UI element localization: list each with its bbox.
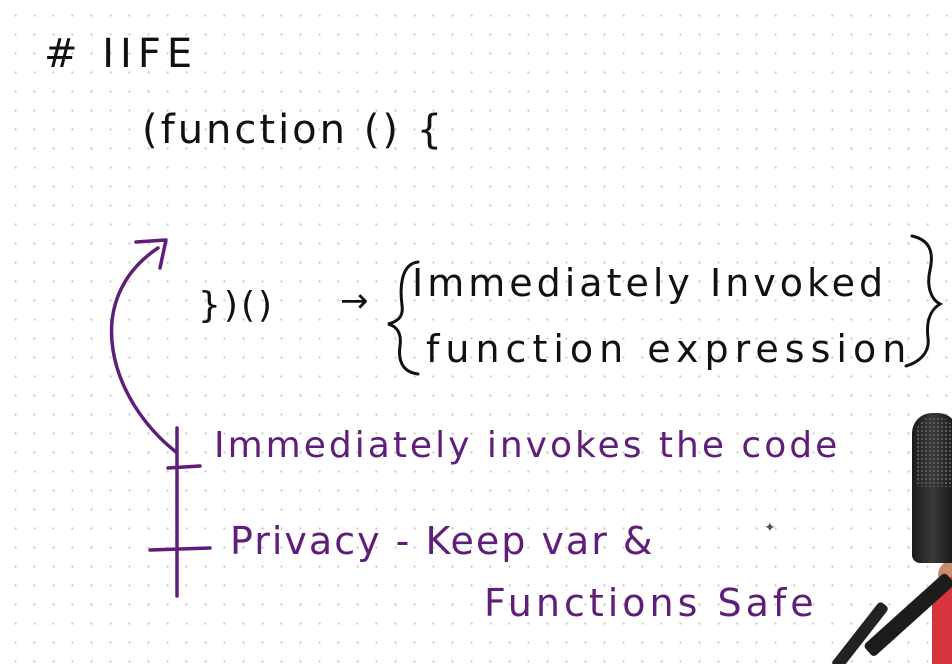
bullet-tick-2 xyxy=(148,546,212,552)
webcam-overlay xyxy=(820,395,952,664)
page-title: # IIFE xyxy=(44,31,199,77)
mic-grille xyxy=(916,417,952,487)
curved-arrow-stroke xyxy=(109,246,178,454)
code-function-close: })() xyxy=(198,285,276,326)
expansion-line-1: Immediately Invoked xyxy=(412,261,888,305)
brace-close-stroke xyxy=(904,234,944,368)
expansion-line-2: function expression xyxy=(426,327,913,371)
right-arrow-icon: → xyxy=(340,281,372,321)
code-function-open: (function () { xyxy=(142,107,446,153)
bullet-tick-1 xyxy=(166,464,202,470)
arrow-head-stroke xyxy=(134,238,168,270)
sparkle-icon: ✦ xyxy=(764,520,776,536)
point-privacy: Privacy - Keep var & xyxy=(230,519,655,563)
point-immediately-invokes: Immediately invokes the code xyxy=(214,425,841,466)
brace-open-stroke xyxy=(387,260,420,376)
point-privacy-continued: Functions Safe xyxy=(484,581,818,625)
